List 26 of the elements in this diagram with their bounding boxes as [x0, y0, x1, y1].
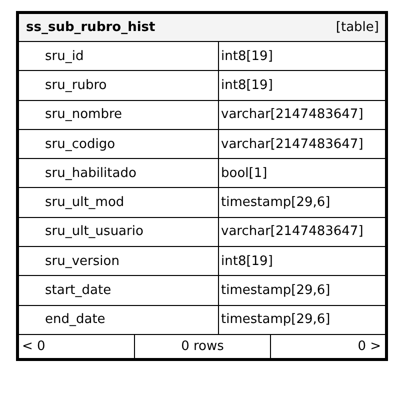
column-name-cell: sru_ult_mod: [19, 188, 219, 218]
data-type-cell: timestamp[29,6]: [219, 306, 385, 335]
data-type-cell: bool[1]: [219, 159, 385, 188]
database-table: [16, 11, 388, 361]
data-type-cell: varchar[2147483647]: [219, 100, 385, 130]
data-type-cell: timestamp[29,6]: [219, 276, 385, 306]
column-name-cell: sru_habilitado: [19, 159, 219, 188]
column-name-cell: start_date: [19, 276, 219, 306]
children-count-cell-text: 0 >: [356, 338, 382, 356]
data-type-cell: varchar[2147483647]: [219, 218, 385, 248]
table-type-label: [table]: [336, 20, 379, 35]
column-name-cell: sru_version: [19, 247, 219, 276]
data-type-cell: int8[19]: [219, 71, 385, 101]
table-name: ss_sub_rubro_hist: [26, 20, 156, 35]
column-name-cell: sru_nombre: [19, 100, 219, 130]
data-type-cell: timestamp[29,6]: [219, 188, 385, 218]
column-name-cell: sru_id: [19, 42, 219, 72]
column-name-cell: sru_codigo: [19, 130, 219, 160]
row-count-cell: 0 rows: [135, 334, 271, 358]
column-name-cell: sru_ult_usuario: [19, 218, 219, 248]
parents-count-cell: < 0: [19, 334, 135, 358]
column-name-cell: sru_rubro: [19, 71, 219, 101]
data-type-cell: int8[19]: [219, 42, 385, 72]
data-type-cell: int8[19]: [219, 247, 385, 276]
column-name-cell: end_date: [19, 306, 219, 335]
data-type-cell: varchar[2147483647]: [219, 130, 385, 160]
